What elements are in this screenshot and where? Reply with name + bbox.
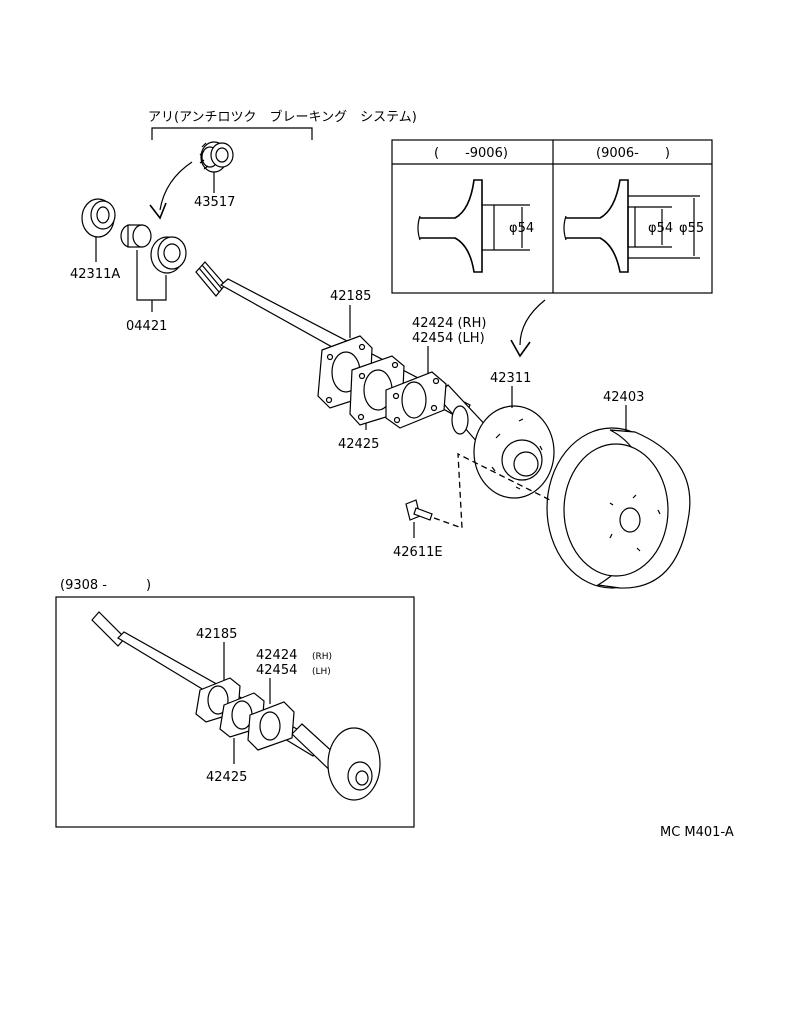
abs-pointer-arrowhead (149, 202, 167, 220)
brake-drum-part[interactable] (546, 427, 691, 589)
inset-left-range: ( -9006) (434, 146, 508, 161)
gasket-lower-label: 42425 (338, 437, 379, 452)
axle-flange-part[interactable] (473, 405, 555, 499)
inset-pointer-arrow (519, 299, 546, 346)
bearing-label: 04421 (126, 319, 167, 334)
inset-pointer-arrowhead (510, 339, 531, 358)
brake-drum-label: 42403 (603, 390, 644, 405)
inset-bottom-range: (9308 - ) (60, 578, 151, 593)
inset-right-dimension-outer: φ55 (679, 221, 704, 236)
abs-note-bracket (151, 127, 313, 140)
axle-shaft-label: 42311 (490, 371, 531, 386)
sensor-rotor-label: 43517 (194, 195, 235, 210)
inset-right-dimension-inner: φ54 (648, 221, 673, 236)
oil-seal-label: 42311A (70, 267, 120, 282)
sensor-rotor-part[interactable] (199, 141, 234, 173)
later-model-inset: (9308 - ) 42185 42424 (RH) 42454 (LH) 42… (55, 578, 415, 828)
inset-bottom-retainer-rh-side: (RH) (312, 652, 332, 662)
inset-bottom-retainer-lh-label: 42454 (256, 663, 297, 678)
hub-bolt-part[interactable] (405, 499, 433, 521)
inset-right-range: (9006- ) (596, 146, 670, 161)
oil-seal-part[interactable] (81, 198, 116, 238)
inset-bottom-gasket-lower-label: 42425 (206, 770, 247, 785)
gasket-upper-label: 42185 (330, 289, 371, 304)
flange-variant-inset: ( -9006) (9006- ) φ54 φ54 φ55 (391, 139, 713, 294)
hub-bolt-guide (433, 452, 551, 529)
inset-left-dimension: φ54 (509, 221, 534, 236)
catalog-code-label: MC M401-A (660, 825, 734, 840)
inset-bottom-retainer-lh-side: (LH) (312, 667, 331, 677)
bearing-retainer-part[interactable] (385, 371, 447, 429)
retainer-rh-label: 42424 (RH) (412, 316, 486, 331)
bearing-part[interactable] (120, 224, 187, 274)
abs-note-label: アリ(アンチロツク ブレーキング システム) (148, 109, 417, 125)
abs-pointer-arrow (159, 161, 193, 211)
retainer-lh-label: 42454 (LH) (412, 331, 485, 346)
hub-bolt-label: 42611E (393, 545, 443, 560)
inset-bottom-retainer-rh-label: 42424 (256, 648, 297, 663)
inset-bottom-gasket-upper-label: 42185 (196, 627, 237, 642)
